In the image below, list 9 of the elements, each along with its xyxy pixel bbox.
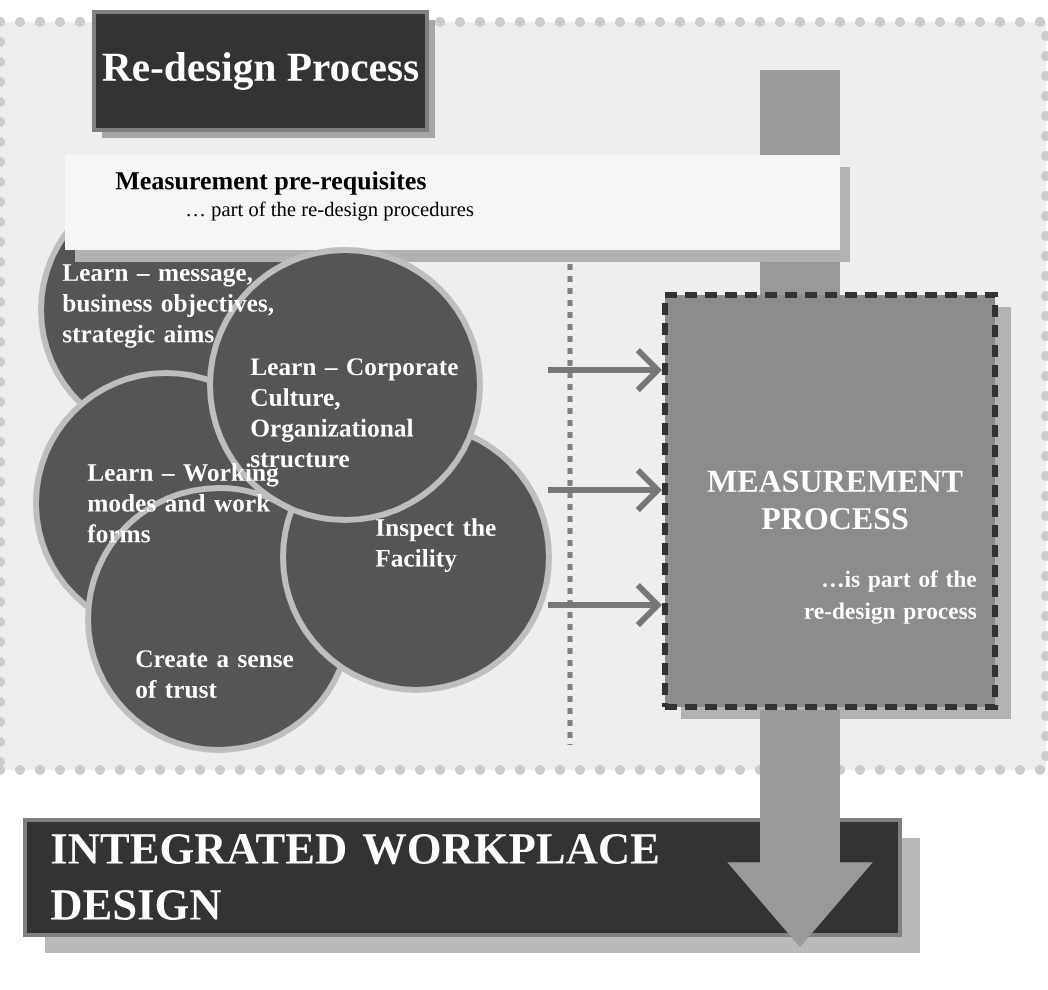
process-box: MEASUREMENT PROCESS …is part of the re-design process [662,292,1011,719]
arrow [548,582,662,628]
title-box: Re-design Process [92,10,435,138]
circle-label: Create a sense of trust [136,650,294,699]
arrow [548,347,662,393]
heading-band: Measurement pre-requisites … part of the re-design procedures [65,155,850,262]
result-box: INTEGRATED WORKPLACE DESIGN [23,818,920,953]
arrow [548,467,662,513]
circle-label: Inspect the Facility [375,518,496,572]
